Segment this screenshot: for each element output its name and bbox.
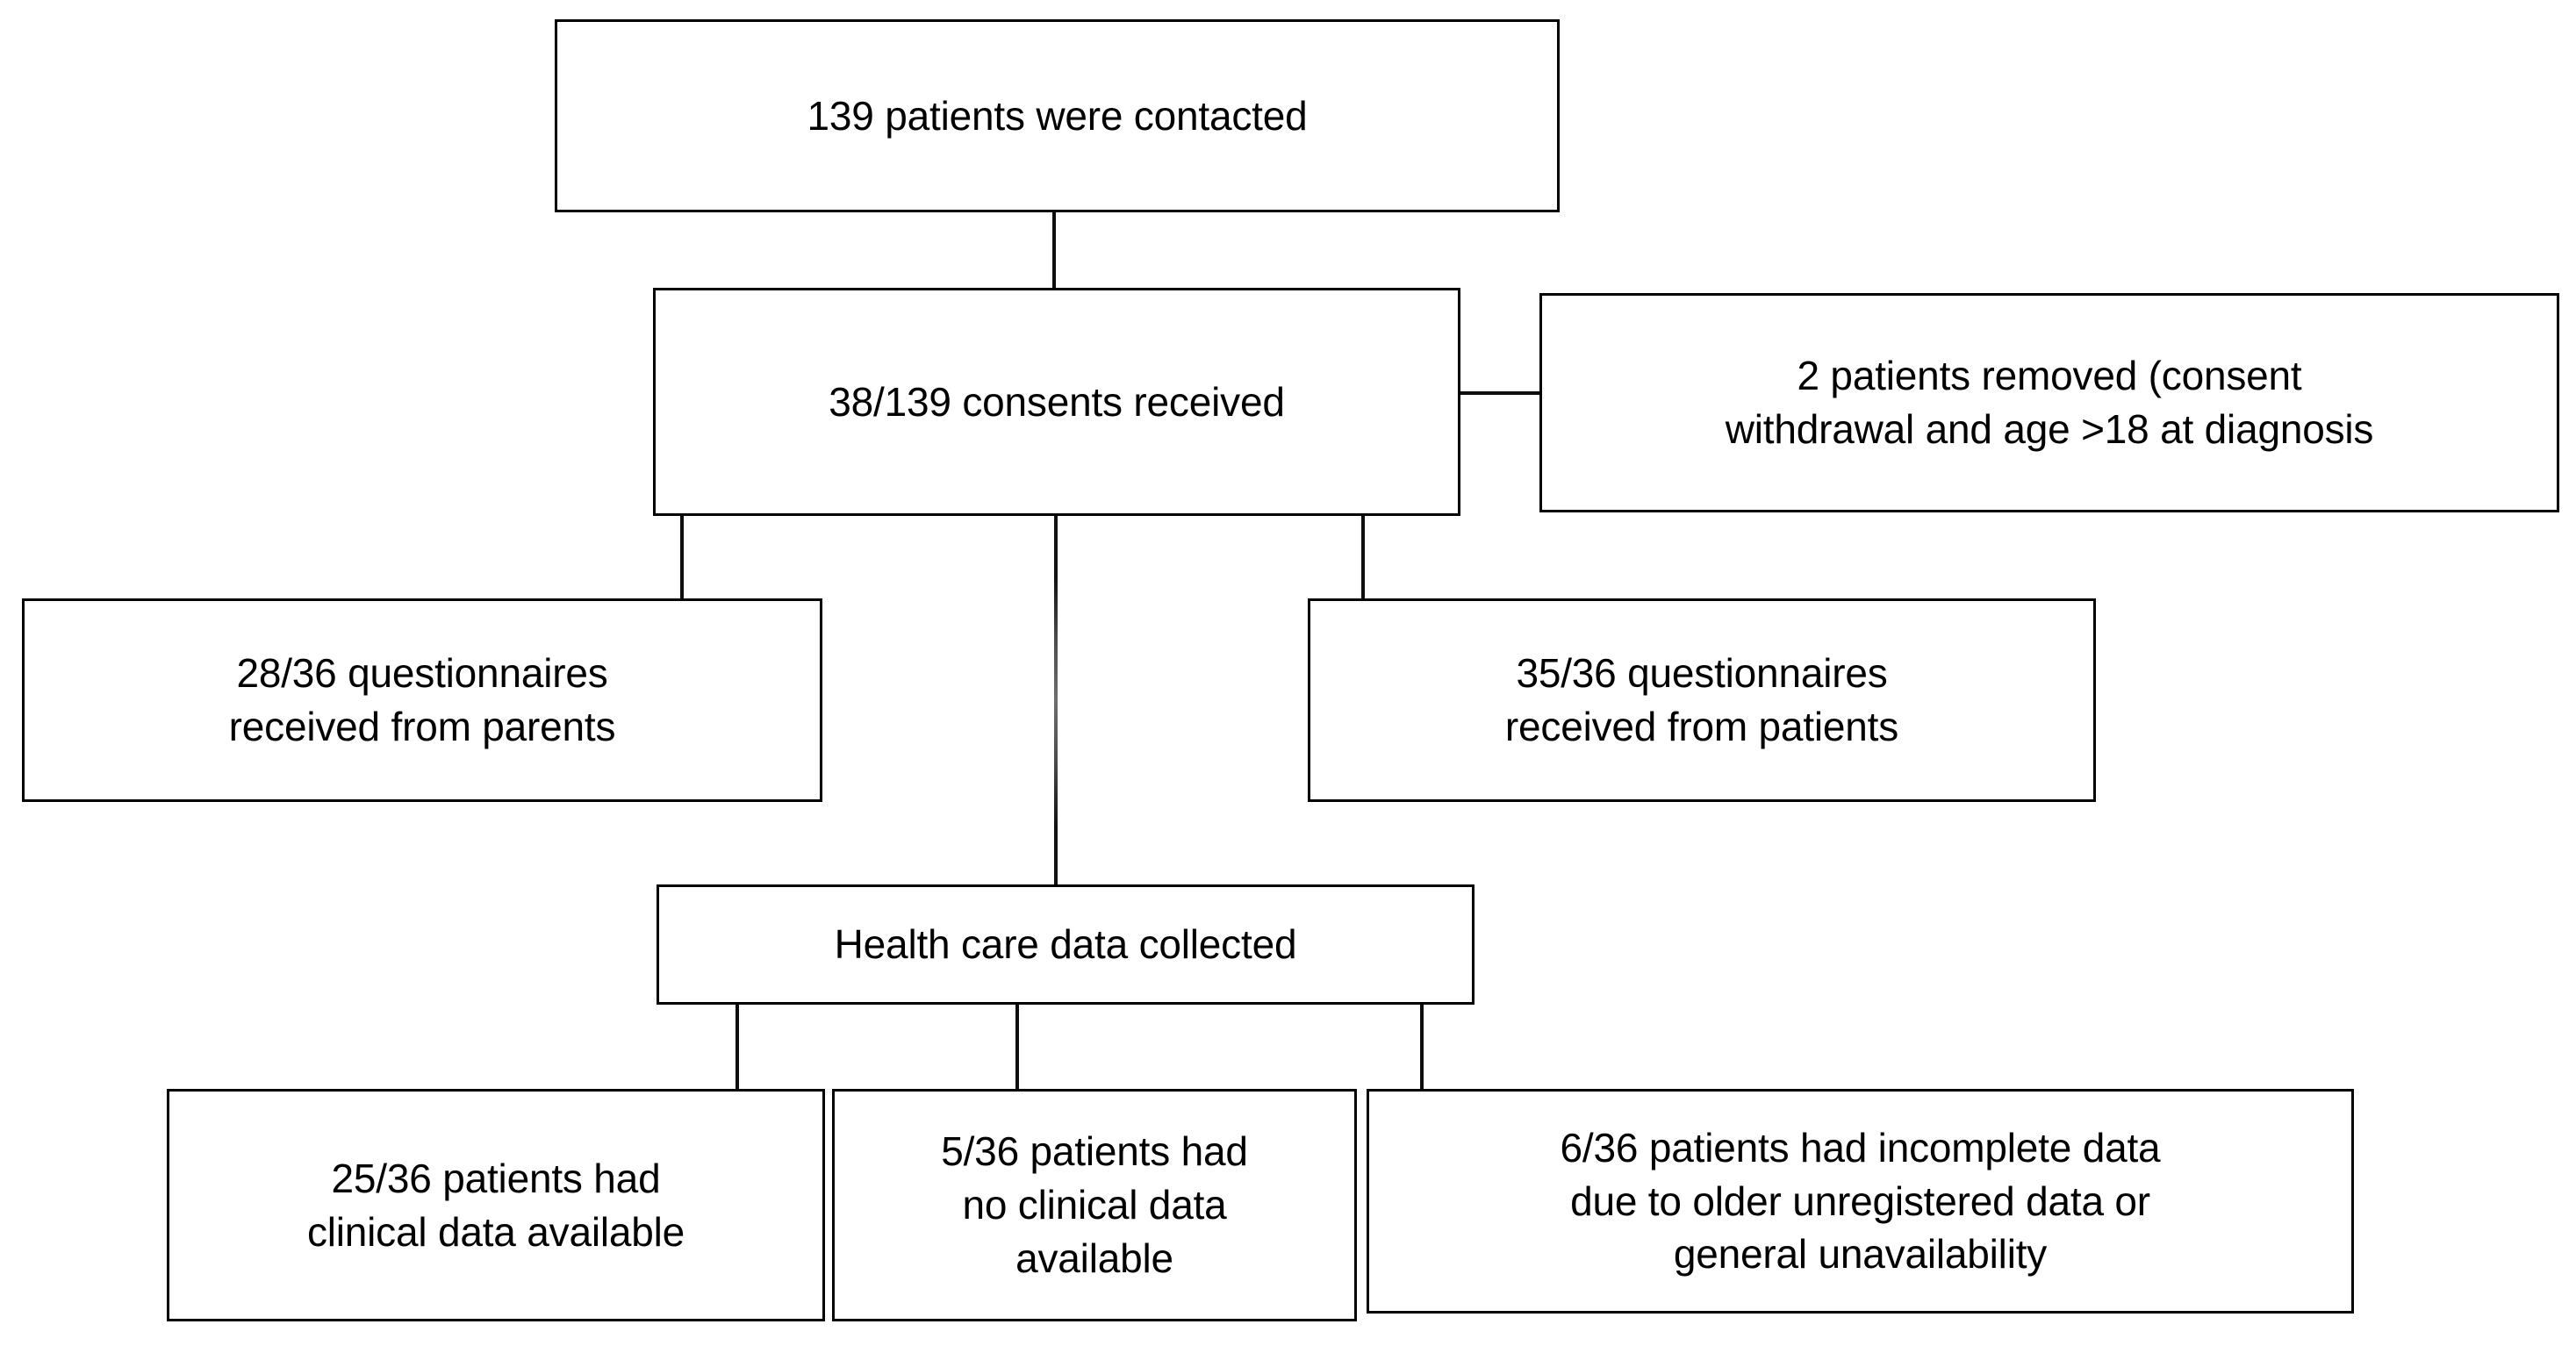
node-patients-removed-label: 2 patients removed (consent withdrawal a… bbox=[1725, 353, 2374, 452]
node-incomplete-data[interactable]: 6/36 patients had incomplete data due to… bbox=[1367, 1089, 2354, 1314]
node-parent-questionnaires-label: 28/36 questionnaires received from paren… bbox=[228, 650, 616, 749]
node-parent-questionnaires[interactable]: 28/36 questionnaires received from paren… bbox=[22, 598, 822, 802]
node-health-care-data-collected-label: Health care data collected bbox=[834, 921, 1297, 968]
node-no-clinical-data[interactable]: 5/36 patients had no clinical data avail… bbox=[832, 1089, 1357, 1321]
node-clinical-data-available-label: 25/36 patients had clinical data availab… bbox=[306, 1155, 685, 1255]
connector-health-care-to-no-clinical-data bbox=[1015, 1003, 1019, 1089]
node-patient-questionnaires[interactable]: 35/36 questionnaires received from patie… bbox=[1308, 598, 2096, 802]
node-patient-questionnaires-label: 35/36 questionnaires received from patie… bbox=[1504, 650, 1899, 749]
connector-health-care-to-clinical-data-available bbox=[735, 1003, 739, 1089]
connector-consents-to-health-care-data bbox=[1054, 514, 1058, 886]
connector-contacted-to-consents bbox=[1052, 211, 1056, 290]
node-patients-contacted-label: 139 patients were contacted bbox=[807, 92, 1308, 139]
connector-consents-to-patient-questionnaires bbox=[1361, 514, 1365, 600]
node-incomplete-data-label: 6/36 patients had incomplete data due to… bbox=[1560, 1124, 2161, 1278]
connector-consents-to-removed bbox=[1458, 391, 1542, 395]
node-clinical-data-available[interactable]: 25/36 patients had clinical data availab… bbox=[167, 1089, 825, 1321]
node-no-clinical-data-label: 5/36 patients had no clinical data avail… bbox=[941, 1128, 1248, 1281]
node-patients-contacted[interactable]: 139 patients were contacted bbox=[555, 19, 1560, 212]
connector-consents-to-parent-questionnaires bbox=[680, 514, 684, 600]
connector-health-care-to-incomplete-data bbox=[1420, 1003, 1424, 1089]
node-consents-received[interactable]: 38/139 consents received bbox=[653, 288, 1460, 516]
node-consents-received-label: 38/139 consents received bbox=[829, 378, 1285, 425]
node-patients-removed[interactable]: 2 patients removed (consent withdrawal a… bbox=[1539, 293, 2559, 512]
node-health-care-data-collected[interactable]: Health care data collected bbox=[657, 884, 1475, 1005]
